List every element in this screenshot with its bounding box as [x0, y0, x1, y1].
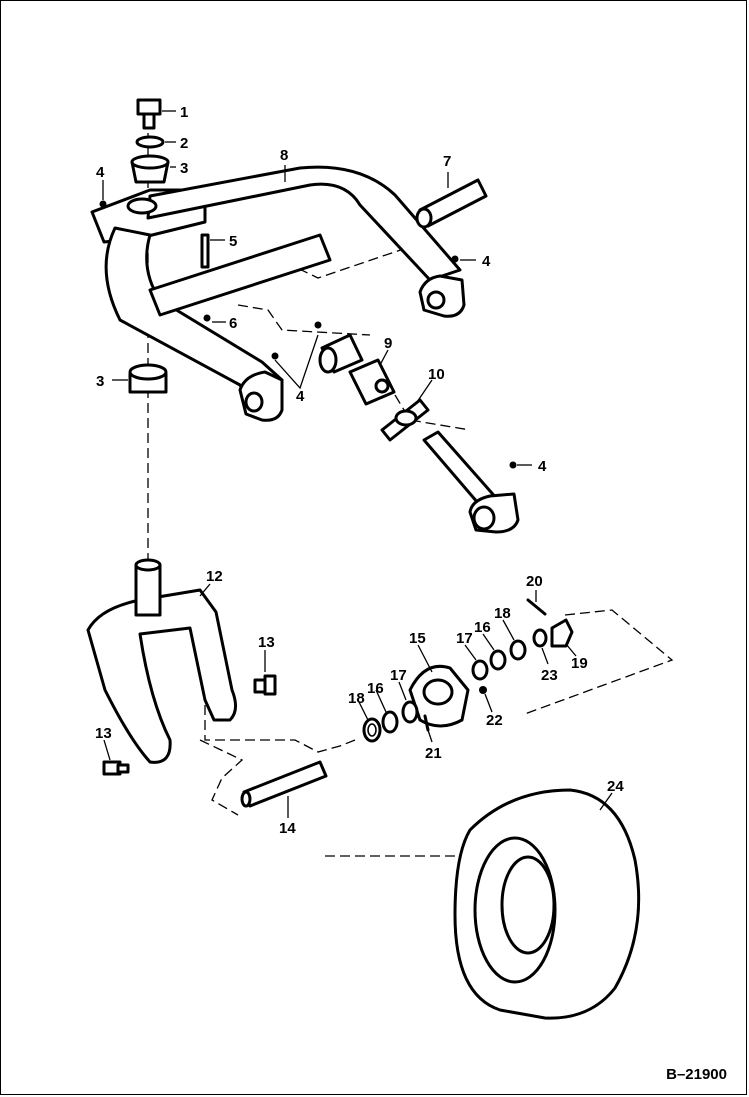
- label-16-right: 16: [474, 619, 491, 636]
- part-8-axle-frame: [90, 165, 466, 422]
- part-4-grease-fitting-center: [314, 321, 322, 329]
- leader-lines: [102, 110, 613, 818]
- label-6: 6: [229, 315, 237, 332]
- part-10-fitting: [380, 398, 430, 442]
- part-16-bearing-left: [381, 710, 399, 734]
- label-18-left: 18: [348, 690, 365, 707]
- label-22: 22: [486, 712, 503, 729]
- label-3-upper: 3: [180, 160, 188, 177]
- label-1: 1: [180, 104, 188, 121]
- part-13-bolt-upper: [253, 674, 277, 696]
- part-5-pin: [200, 233, 210, 269]
- label-4-arm: 4: [538, 458, 547, 475]
- part-22-grease-fitting: [479, 686, 487, 694]
- part-4-grease-fitting-arm: [509, 461, 517, 469]
- label-21: 21: [425, 745, 442, 762]
- part-23-washer: [532, 628, 548, 648]
- part-20-cotter-pin: [526, 598, 547, 616]
- label-10: 10: [428, 366, 445, 383]
- part-13-bolt-lower: [102, 760, 130, 776]
- label-19: 19: [571, 655, 588, 672]
- label-4-left: 4: [96, 164, 105, 181]
- label-5: 5: [229, 233, 237, 250]
- label-8: 8: [280, 147, 288, 164]
- part-19-nut: [550, 618, 574, 648]
- lower-arm: [422, 430, 520, 534]
- part-7-pin: [415, 178, 488, 229]
- part-14-axle: [240, 760, 328, 808]
- part-3-bushing-lower: [128, 363, 168, 394]
- label-4-center: 4: [296, 388, 305, 405]
- part-12-caster-fork: [86, 558, 237, 764]
- part-21-stud: [423, 714, 430, 732]
- label-9: 9: [384, 335, 392, 352]
- part-2-washer: [135, 135, 165, 149]
- label-16-left: 16: [367, 680, 384, 697]
- label-2: 2: [180, 135, 188, 152]
- label-23: 23: [541, 667, 558, 684]
- part-3-bushing-upper: [130, 154, 170, 184]
- drawing-reference-number: B–21900: [666, 1066, 727, 1083]
- part-18-seal-right: [509, 639, 527, 661]
- part-1-bolt: [136, 98, 162, 130]
- part-17-race-right: [471, 659, 489, 681]
- label-3-lower: 3: [96, 373, 104, 390]
- label-4-right: 4: [482, 253, 491, 270]
- label-24: 24: [607, 778, 624, 795]
- part-15-hub: [408, 664, 470, 728]
- label-12: 12: [206, 568, 223, 585]
- part-18-seal-left: [362, 717, 382, 743]
- label-20: 20: [526, 573, 543, 590]
- part-9-coupler: [318, 333, 396, 406]
- part-17-race-left: [401, 700, 419, 724]
- label-17-left: 17: [390, 667, 407, 684]
- part-4-grease-fitting-left: [99, 200, 107, 208]
- label-7: 7: [443, 153, 451, 170]
- label-13-upper: 13: [258, 634, 275, 651]
- callout-labels: 1 2 3 3 4 4 4 4 5 6 7 8 9 10 12 13 13 14…: [95, 104, 624, 837]
- part-24-tire: [453, 788, 641, 1020]
- part-16-bearing-right: [489, 649, 507, 671]
- label-15: 15: [409, 630, 426, 647]
- label-13-lower: 13: [95, 725, 112, 742]
- part-6-grease-fitting: [203, 314, 211, 322]
- part-4-grease-fitting-right: [451, 255, 459, 263]
- part-4-grease-fitting-lower: [271, 352, 279, 360]
- label-14: 14: [279, 820, 296, 837]
- label-17-right: 17: [456, 630, 473, 647]
- label-18-right: 18: [494, 605, 511, 622]
